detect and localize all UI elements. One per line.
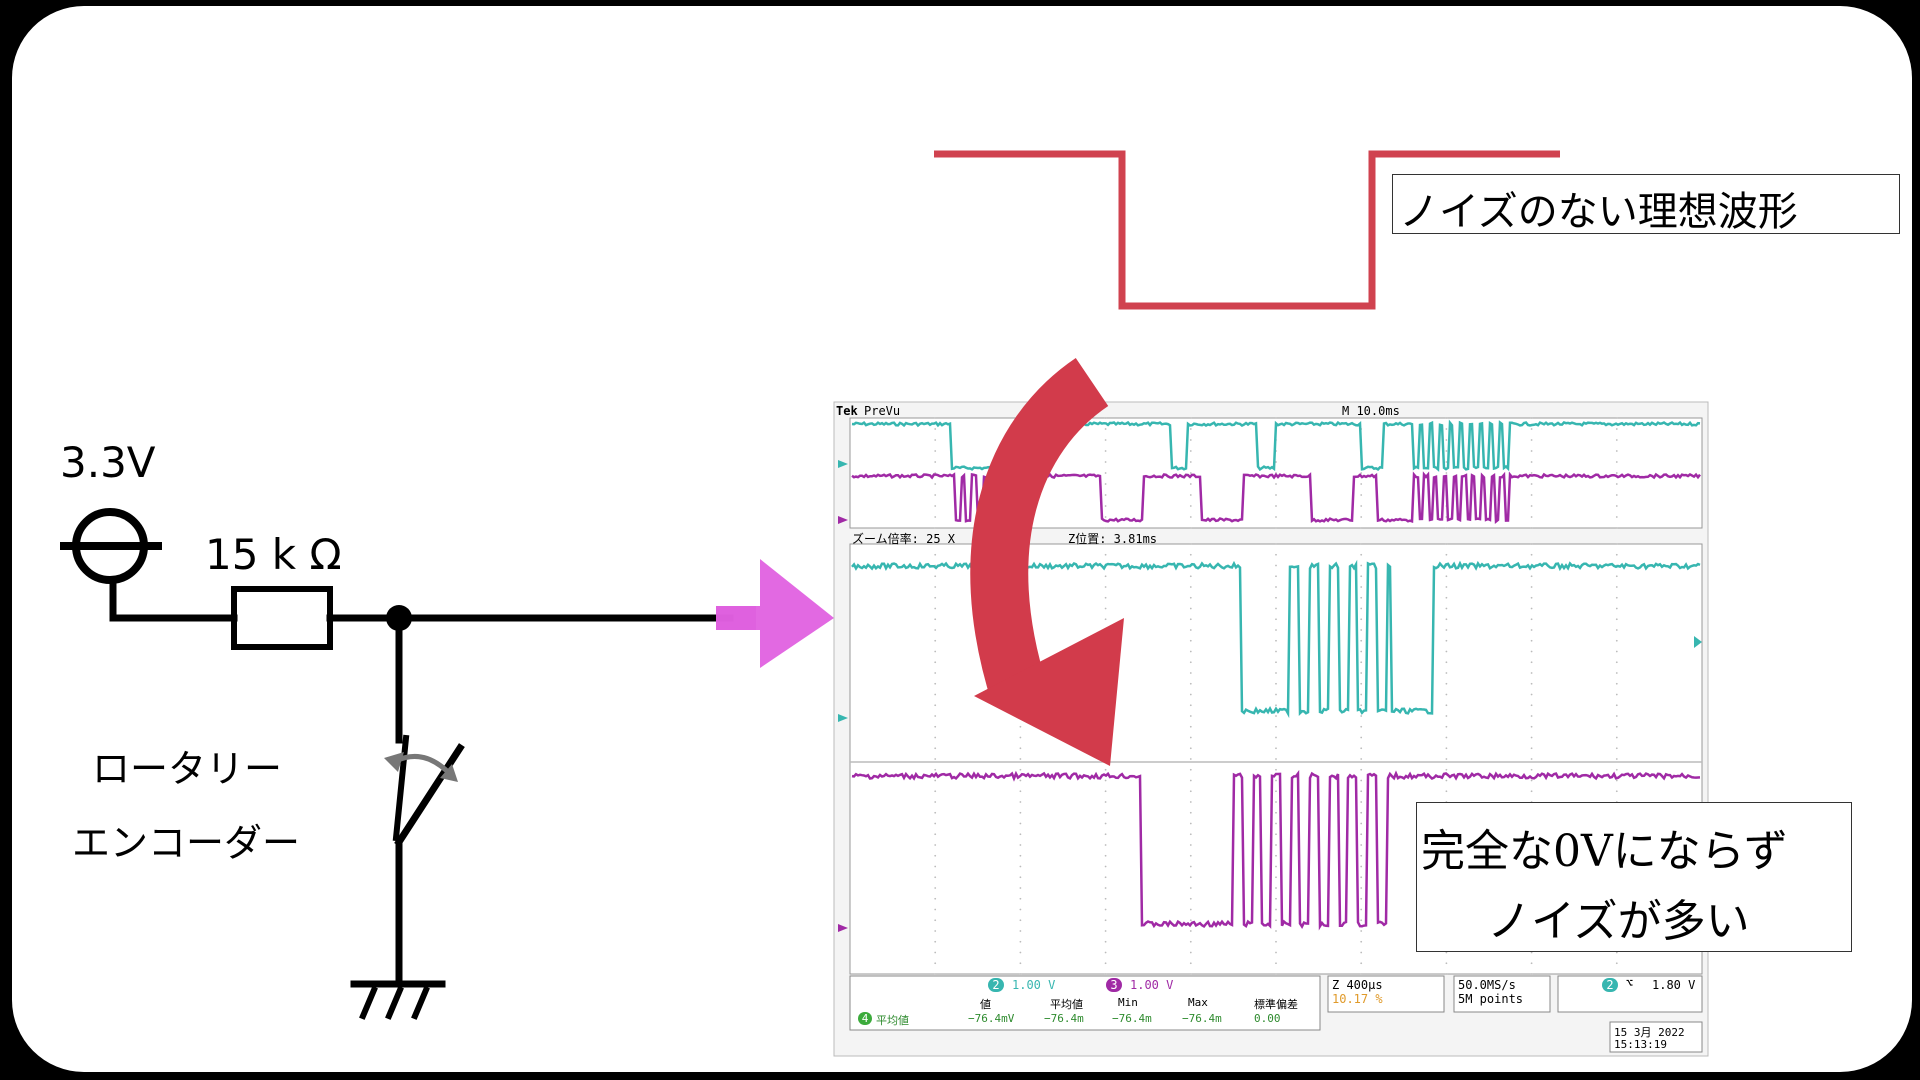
trigger-level-marker: [1694, 636, 1702, 648]
ch2-ground-marker: [838, 460, 848, 468]
ch3-zoom-marker: [838, 924, 848, 932]
record-length: 5M points: [1458, 992, 1524, 1006]
zoom-readout-box: [1327, 975, 1445, 1013]
sample-readout-box: [1453, 975, 1551, 1013]
noise-label-line2: ノイズが多い: [1487, 896, 1750, 947]
scope-brand: Tek: [836, 404, 858, 418]
switch-motion-icon: [384, 752, 458, 782]
meas-value-4: 0.00: [1254, 1012, 1281, 1025]
trigger-readout-box: [1557, 975, 1703, 1013]
meas-header-stddev: 標準偏差: [1254, 998, 1298, 1011]
resistor-value-label: 15 k Ω: [205, 530, 342, 579]
ground-hatch-3: [411, 986, 430, 1020]
meas-ch-badge: 4: [858, 1012, 872, 1025]
meas-label: 平均値: [876, 1014, 909, 1027]
scope-timebase: M 10.0ms: [1342, 404, 1400, 418]
trigger-slope-icon: ⌥: [1626, 976, 1634, 990]
scope-time: 15:13:19: [1614, 1038, 1667, 1051]
slide: 3.3V 15 k Ω ロータリー エンコーダー ノイズのない理想波形 完全な0…: [12, 6, 1912, 1072]
ch2-badge: 2: [988, 978, 1004, 992]
scope-date: 15 3月 2022: [1614, 1026, 1685, 1039]
zoom-time: Z 400μs: [1332, 978, 1383, 992]
scope-zoom-factor: ズーム倍率: 25 X: [852, 532, 955, 546]
trigger-channel-badge: 2: [1602, 978, 1618, 992]
scope-mode: PreVu: [864, 404, 901, 418]
ch3-badge: 3: [1106, 978, 1122, 992]
ideal-waveform: [934, 150, 1560, 310]
noise-callout: 完全な0Vにならず ノイズが多い: [1416, 802, 1852, 952]
meas-value-2: −76.4m: [1112, 1012, 1152, 1025]
meas-value-0: −76.4mV: [968, 1012, 1015, 1025]
wire-supply-resistor: [109, 576, 238, 622]
meas-value-3: −76.4m: [1182, 1012, 1222, 1025]
scope-zoom-position: Z位置: 3.81ms: [1068, 532, 1158, 546]
zoom-trace-ch3: [851, 769, 1701, 931]
meas-header-max: Max: [1188, 996, 1208, 1009]
oscilloscope-screen: [833, 401, 1709, 1057]
channel-readout-box: [849, 975, 1321, 1031]
switch-open-blade: [392, 734, 410, 842]
meas-value-1: −76.4m: [1044, 1012, 1084, 1025]
meas-header-value: 値: [980, 998, 991, 1011]
ground-hatch-2: [385, 986, 404, 1020]
noise-label-line1: 完全な0Vにならず: [1421, 826, 1788, 877]
ground-hatch-1: [359, 986, 378, 1020]
encoder-label-line1: ロータリー: [92, 747, 283, 791]
ideal-waveform-label: ノイズのない理想波形: [1399, 189, 1798, 235]
ch2-scale: 1.00 V: [1012, 978, 1056, 992]
meas-header-min: Min: [1118, 996, 1138, 1009]
overview-grid: [934, 417, 1618, 529]
trigger-level: 1.80 V: [1652, 978, 1696, 992]
right-arrow-icon: [716, 559, 834, 668]
circuit-schematic: [60, 508, 734, 1020]
meas-header-mean: 平均値: [1050, 998, 1083, 1011]
ch2-zoom-marker: [838, 714, 848, 722]
ch3-ground-marker: [838, 516, 848, 524]
switch-closed-blade: [394, 743, 465, 847]
curved-arrow-icon: [970, 357, 1124, 766]
sample-rate: 50.0MS/s: [1458, 978, 1516, 992]
datetime-box: [1609, 1021, 1703, 1053]
supply-voltage-label: 3.3V: [60, 438, 156, 487]
ch3-scale: 1.00 V: [1130, 978, 1174, 992]
zoom-percent: 10.17 %: [1332, 992, 1383, 1006]
ideal-waveform-callout: ノイズのない理想波形: [1392, 174, 1900, 235]
resistor-symbol: [231, 586, 333, 650]
encoder-label-line2: エンコーダー: [72, 821, 301, 865]
